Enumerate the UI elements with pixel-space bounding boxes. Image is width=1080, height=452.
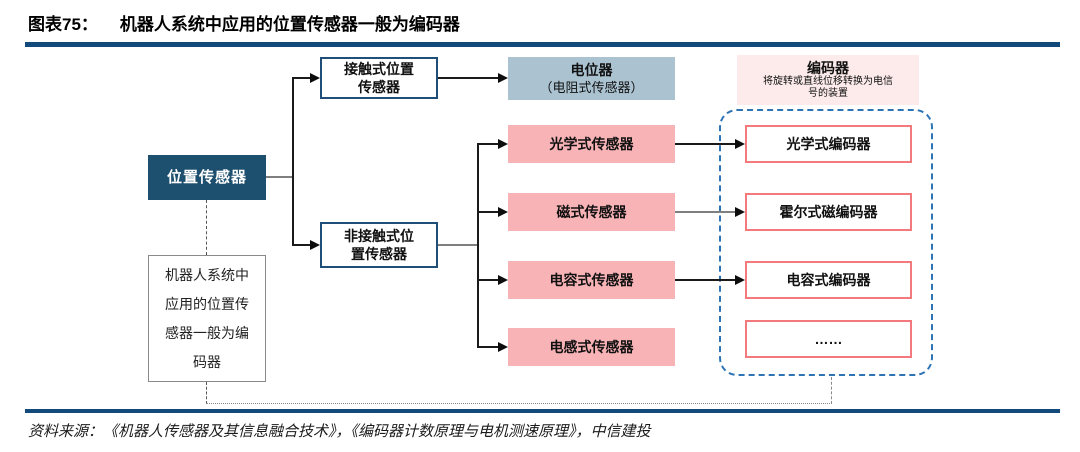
connector-line (675, 143, 737, 145)
connector-line (292, 78, 294, 245)
node-label: 磁式传感器 (556, 204, 627, 220)
arrowhead (310, 73, 320, 83)
title-divider (25, 42, 1060, 47)
connector-line (438, 77, 500, 79)
arrowhead (498, 342, 508, 352)
node-capacitive-sensor: 电容式传感器 (508, 261, 675, 299)
node-contact-position-sensor: 接触式位置传感器 (320, 57, 438, 99)
connector-line (477, 143, 499, 145)
node-label: 电位器 (570, 61, 613, 78)
arrowhead (310, 240, 320, 250)
node-label: 电容式传感器 (549, 272, 634, 288)
figure-header: 图表75： 机器人系统中应用的位置传感器一般为编码器 (28, 10, 460, 35)
node-label: 霍尔式磁编码器 (779, 204, 878, 220)
node-capacitive-encoder: 电容式编码器 (745, 261, 912, 299)
node-label: 电容式编码器 (786, 272, 871, 288)
node-inductive-sensor: 电感式传感器 (508, 328, 675, 366)
node-position-sensor: 位置传感器 (148, 155, 266, 200)
connector-line (477, 143, 479, 348)
arrowhead (498, 139, 508, 149)
node-optical-encoder: 光学式编码器 (745, 125, 912, 163)
connector-line (292, 244, 312, 246)
connector-line (266, 176, 293, 178)
node-sublabel: （电阻式传感器） (539, 79, 644, 95)
footer-divider (25, 409, 1060, 413)
connector-line (292, 77, 312, 79)
connector-dashed (831, 377, 832, 404)
connector-line (477, 211, 499, 213)
arrowhead (498, 73, 508, 83)
arrowhead (735, 275, 745, 285)
node-hall-magnetic-encoder: 霍尔式磁编码器 (745, 193, 912, 231)
encoder-header: 编码器 将旋转或直线位移转换为电信号的装置 (737, 55, 919, 105)
encoder-group-outline (719, 109, 933, 376)
node-encoder-ellipsis: …… (745, 320, 912, 358)
connector-line (438, 244, 478, 246)
encoder-title: 编码器 (807, 59, 849, 76)
arrowhead (498, 275, 508, 285)
node-optical-sensor: 光学式传感器 (508, 125, 675, 163)
node-label: 位置传感器 (166, 168, 247, 186)
node-label: 光学式传感器 (549, 136, 634, 152)
connector-dotted (206, 403, 832, 404)
note-text: 机器人系统中应用的位置传感器一般为编码器 (165, 266, 249, 370)
arrowhead (735, 207, 745, 217)
node-potentiometer: 电位器 （电阻式传感器） (508, 57, 675, 100)
connector-dashed (206, 382, 207, 404)
connector-dashed (206, 200, 207, 255)
connector-line (675, 211, 737, 213)
node-label: 光学式编码器 (786, 136, 871, 152)
node-noncontact-position-sensor: 非接触式位置传感器 (320, 222, 438, 268)
arrowhead (735, 139, 745, 149)
connector-line (477, 279, 499, 281)
arrowhead (498, 207, 508, 217)
connector-line (477, 346, 499, 348)
node-label: 电感式传感器 (549, 339, 634, 355)
connector-line (675, 279, 737, 281)
node-label: 接触式位置传感器 (344, 61, 414, 95)
encoder-subtitle: 将旋转或直线位移转换为电信号的装置 (763, 75, 893, 99)
figure-label: 图表75： (28, 15, 98, 34)
figure-title: 机器人系统中应用的位置传感器一般为编码器 (119, 15, 460, 34)
node-label: …… (814, 331, 843, 347)
node-label: 非接触式位置传感器 (344, 228, 414, 262)
source-note: 资料来源：《机器人传感器及其信息融合技术》，《编码器计数原理与电机测速原理》，中… (28, 423, 651, 440)
node-magnetic-sensor: 磁式传感器 (508, 193, 675, 231)
note-box: 机器人系统中应用的位置传感器一般为编码器 (148, 255, 266, 382)
